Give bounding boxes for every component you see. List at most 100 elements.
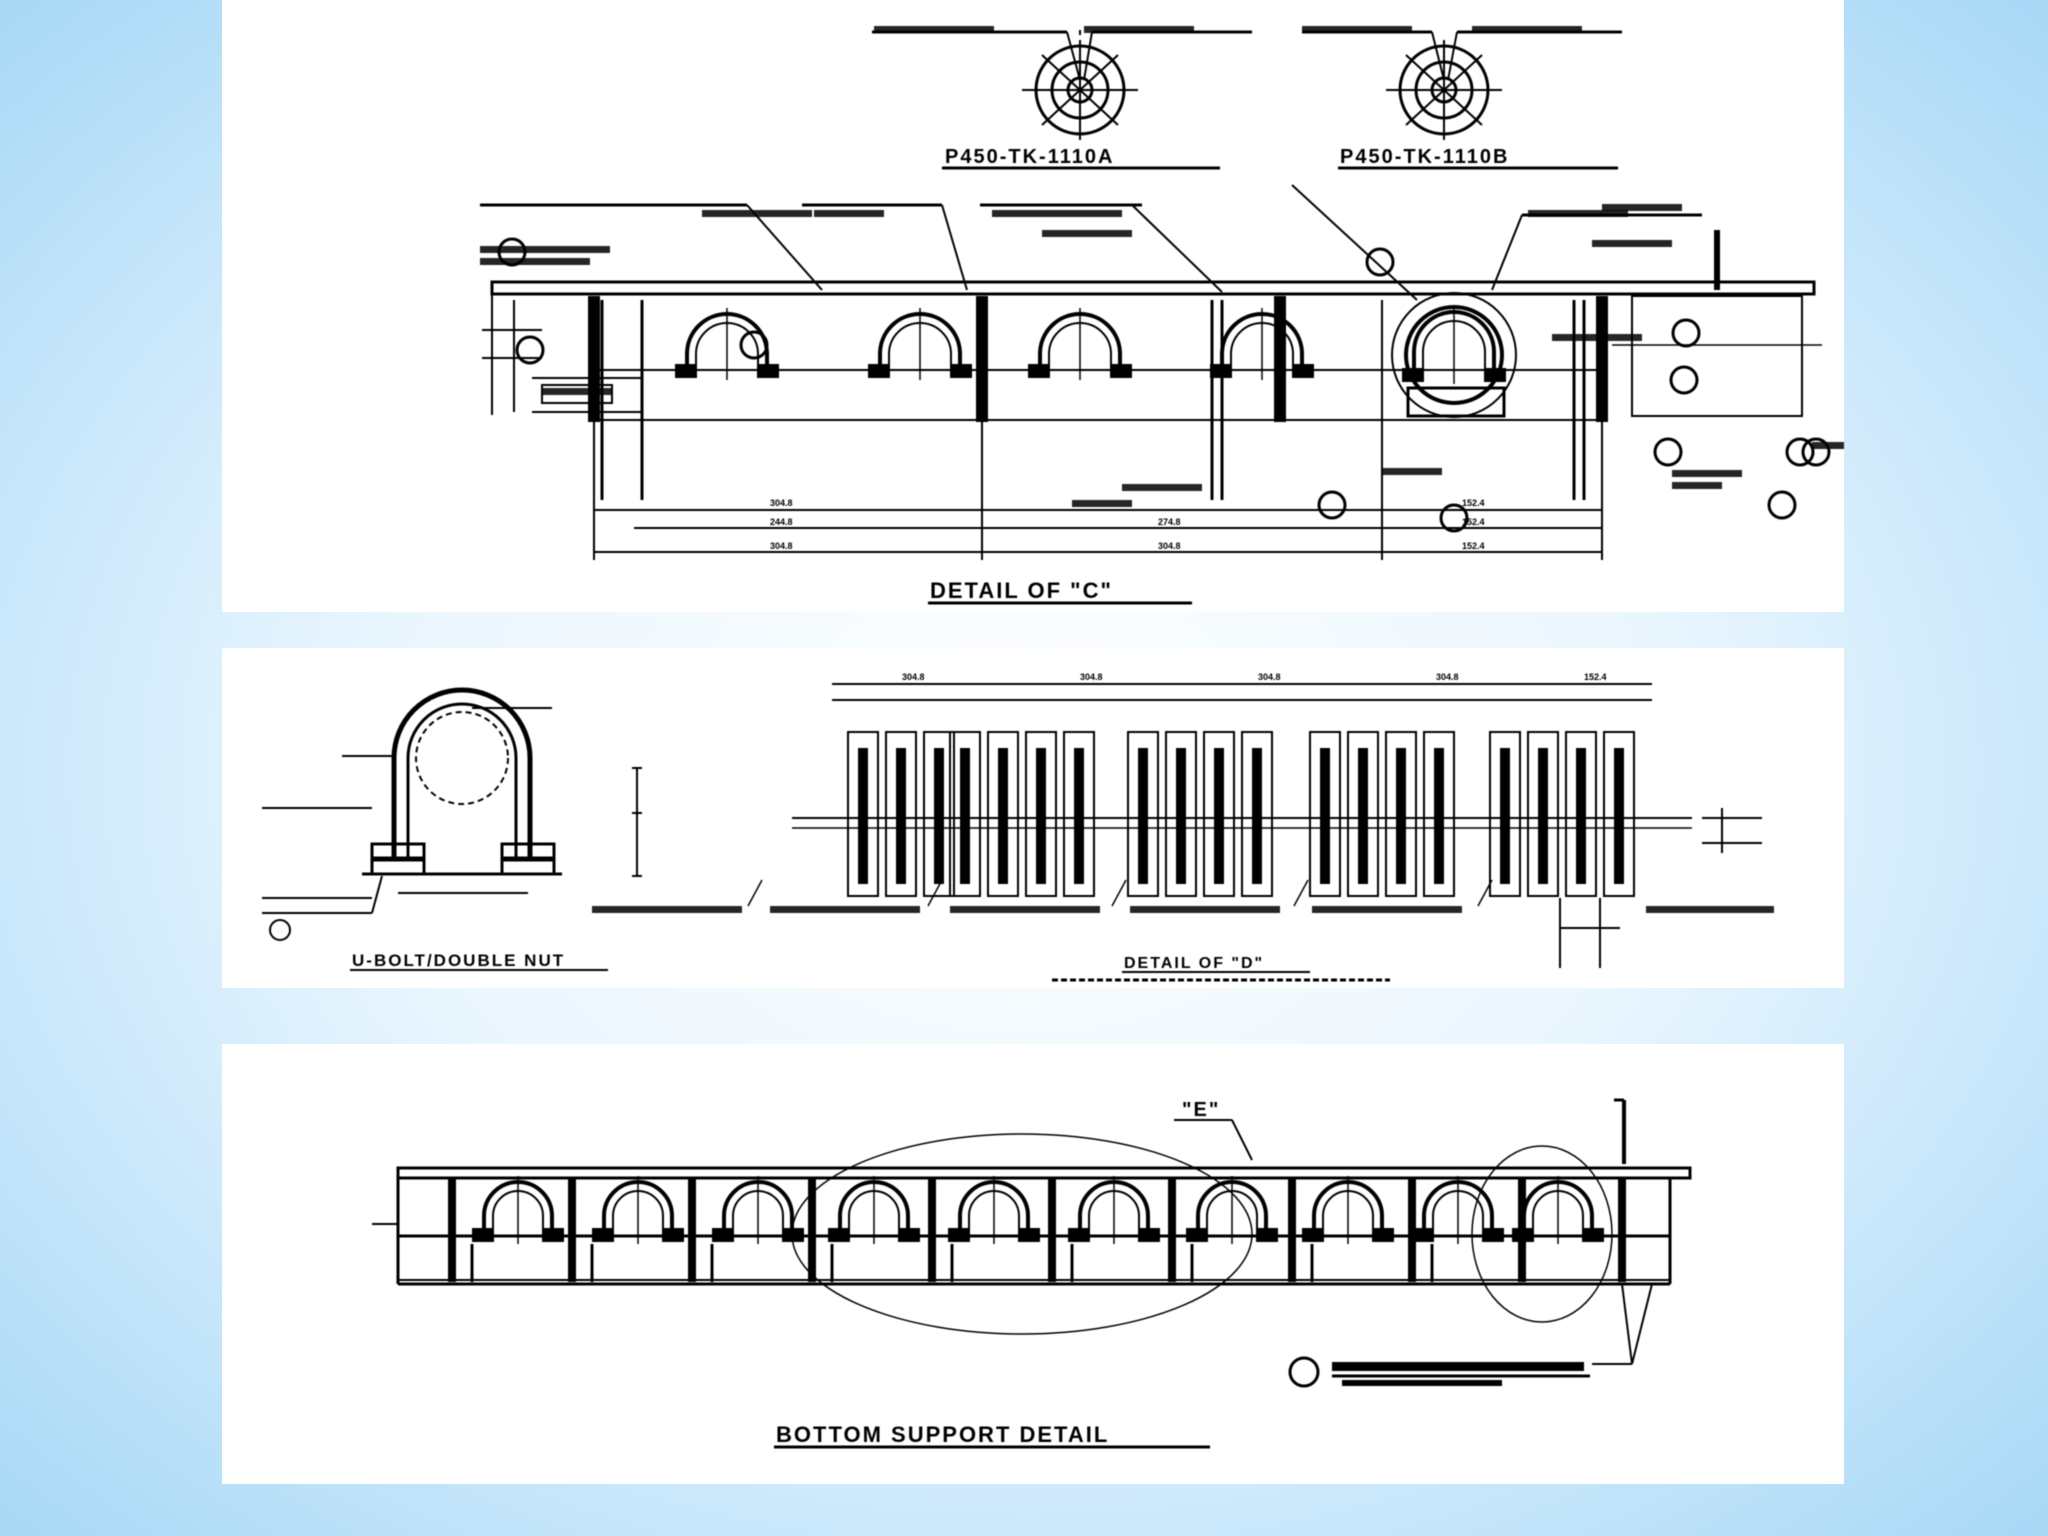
leader	[1477, 879, 1493, 907]
plate-outline	[1241, 731, 1273, 897]
nut	[1018, 1228, 1040, 1242]
plate-core	[1500, 748, 1510, 884]
u-bolt-detail	[262, 687, 642, 941]
support-post	[1168, 1178, 1176, 1282]
annotation-text	[702, 210, 812, 217]
plate-outline	[847, 731, 879, 897]
annotation-text	[814, 210, 884, 217]
annotation-text	[1646, 906, 1774, 913]
u-bolt-caption: U-BOLT/DOUBLE NUT	[352, 951, 565, 970]
annotation-text	[1528, 210, 1628, 217]
dim-label: 304.8	[770, 498, 793, 508]
drawing-panel-bottom-support: "E" BOTTOM SUPPORT DETAIL	[222, 1044, 1844, 1484]
support-post	[448, 1178, 456, 1282]
detail-d-caption: DETAIL OF "D"	[1124, 955, 1264, 972]
plate-outline	[1063, 731, 1095, 897]
plate-core	[1138, 748, 1148, 884]
nut	[712, 1228, 734, 1242]
dim-label: 274.8	[1158, 517, 1181, 527]
plate-outline	[923, 731, 955, 897]
plate-core	[1074, 748, 1084, 884]
plate-outline	[1203, 731, 1235, 897]
plate-core	[934, 748, 944, 884]
plate-core	[1176, 748, 1186, 884]
annotation-text	[1130, 906, 1280, 913]
annotation-text	[592, 906, 742, 913]
left-elevation-dims	[482, 282, 642, 415]
plate-core	[1358, 748, 1368, 884]
nut	[1138, 1228, 1160, 1242]
callout-bubble	[1669, 365, 1699, 395]
nut	[1482, 1228, 1504, 1242]
dim-label: 152.4	[1462, 517, 1485, 527]
annotation-text	[480, 246, 610, 253]
plate-core	[960, 748, 970, 884]
callout-bubble	[1671, 318, 1701, 348]
annotation-text	[1552, 334, 1642, 341]
annotation-text	[874, 26, 994, 33]
annotation-text	[1084, 26, 1194, 33]
annotation-text	[770, 906, 920, 913]
plate-outline	[1025, 731, 1057, 897]
drawing-panel-detail-c: P450-TK-1110A P450-TK-1110B	[222, 0, 1844, 612]
support-post	[976, 296, 988, 422]
callout-bubble	[515, 335, 545, 365]
support-post	[808, 1178, 816, 1282]
detail-c-caption: DETAIL OF "C"	[930, 578, 1113, 603]
annotation-text	[1672, 470, 1742, 477]
plate-core	[896, 748, 906, 884]
plate-core	[1396, 748, 1406, 884]
leader	[747, 879, 763, 907]
support-post	[688, 1178, 696, 1282]
support-post	[928, 1178, 936, 1282]
plate-core	[1036, 748, 1046, 884]
plate-outline	[885, 731, 917, 897]
dim-label: 152.4	[1462, 541, 1485, 551]
support-post	[1518, 1178, 1526, 1282]
plate-core	[1576, 748, 1586, 884]
plate-core	[1252, 748, 1262, 884]
tank-plan-view-b	[1302, 30, 1622, 140]
dim-label: 152.4	[1584, 672, 1607, 682]
annotation-text	[1602, 204, 1682, 211]
tank-tag-b: P450-TK-1110B	[1340, 146, 1509, 168]
plate-outline	[1127, 731, 1159, 897]
nut	[1582, 1228, 1604, 1242]
bottom-support-elevation	[448, 1176, 1626, 1282]
annotation-text	[1672, 482, 1722, 489]
dim-label: 304.8	[1158, 541, 1181, 551]
nut	[592, 1228, 614, 1242]
leader	[927, 879, 943, 907]
annotation-text	[1302, 26, 1412, 33]
dim-label: 304.8	[770, 541, 793, 551]
annotation-text	[1122, 484, 1202, 491]
nut	[948, 1228, 970, 1242]
plate-outline	[1385, 731, 1417, 897]
dim-label: 304.8	[1436, 672, 1459, 682]
plate-core	[1538, 748, 1548, 884]
plate-outline	[1347, 731, 1379, 897]
annotation-text	[1382, 468, 1442, 475]
guide-plate	[1406, 386, 1506, 418]
callout-bubble	[1767, 490, 1797, 520]
plate-outline	[1423, 731, 1455, 897]
callout-bubble	[739, 330, 769, 360]
dim-label: 304.8	[1080, 672, 1103, 682]
plate-core	[1434, 748, 1444, 884]
leader	[1293, 879, 1309, 907]
annotation-text	[1592, 240, 1672, 247]
nut	[1302, 1228, 1324, 1242]
plate-outline	[1165, 731, 1197, 897]
pipe-support-elevation	[588, 292, 1822, 500]
plate-outline	[1527, 731, 1559, 897]
callout-bubble	[1785, 437, 1815, 467]
annotation-text	[950, 906, 1100, 913]
plate-outline	[987, 731, 1019, 897]
leader	[1111, 879, 1127, 907]
nut	[1402, 368, 1424, 382]
plate-outline	[1565, 731, 1597, 897]
dim-label: 244.8	[770, 517, 793, 527]
support-post	[1408, 1178, 1416, 1282]
nut	[1068, 1228, 1090, 1242]
annotation-text	[1812, 442, 1844, 449]
